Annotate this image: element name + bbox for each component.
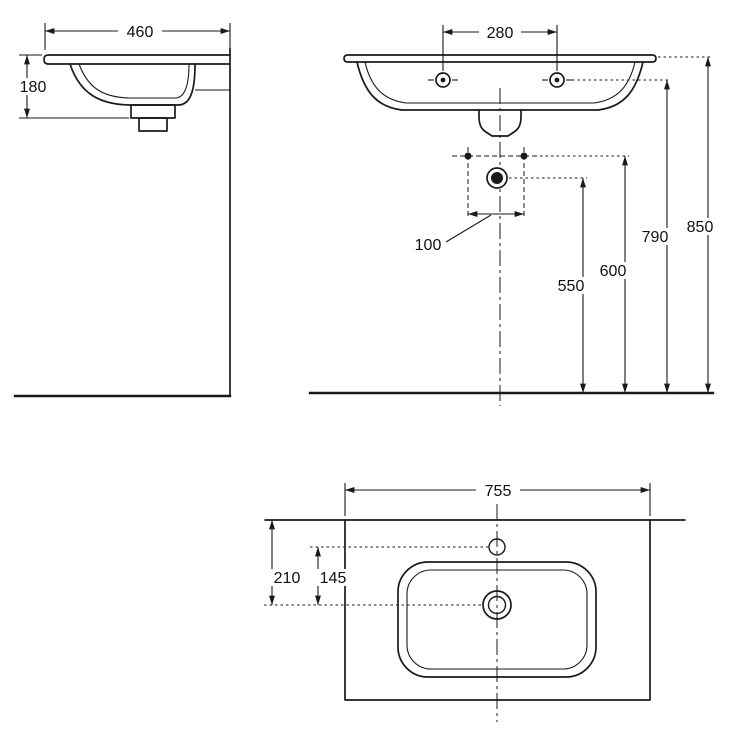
fixing-hole-right xyxy=(520,152,528,160)
label-mask xyxy=(316,569,350,586)
dim-tap-to-drain-label: 145 xyxy=(320,570,347,587)
label-mask xyxy=(554,277,590,294)
dim-trap-height-label: 550 xyxy=(558,278,585,295)
fixing-hole-left xyxy=(464,152,472,160)
dim-basin-height-label: 180 xyxy=(20,79,47,96)
bowl-outer-profile xyxy=(69,63,196,106)
label-mask xyxy=(479,23,521,41)
side-view: 460 180 xyxy=(13,22,232,398)
dim-height-850: 850 xyxy=(658,56,719,393)
basin-outer-outline xyxy=(397,561,597,678)
body-inner-outline xyxy=(364,61,636,104)
leader-line xyxy=(445,214,492,243)
drain-outer xyxy=(482,590,512,620)
dim-height-790: 790 xyxy=(638,80,674,393)
basin-inner-outline xyxy=(406,569,588,670)
label-mask xyxy=(270,569,304,586)
label-mask xyxy=(683,218,719,235)
dim-depth-label: 460 xyxy=(127,24,154,41)
dim-fixing-height-label: 600 xyxy=(600,263,627,280)
drain-inner xyxy=(487,595,507,615)
tap-hole xyxy=(488,538,506,556)
label-mask xyxy=(15,78,52,95)
body-outer-outline xyxy=(356,61,644,111)
dim-width-label: 755 xyxy=(485,483,512,500)
label-mask xyxy=(638,228,674,245)
label-mask xyxy=(118,22,162,40)
drain-outlet xyxy=(478,109,522,137)
label-mask xyxy=(596,262,632,279)
dim-height-600: 600 xyxy=(596,156,632,393)
dim-depth-210: 210 xyxy=(264,520,482,606)
drain-fitting-lower xyxy=(138,117,168,132)
tap-hole-right xyxy=(549,72,565,88)
plan-view: 755 210 145 xyxy=(264,481,686,722)
dim-back-to-drain-label: 210 xyxy=(274,570,301,587)
bowl-inner-profile xyxy=(78,63,190,99)
tap-hole-left xyxy=(435,72,451,88)
dim-depth-460: 460 xyxy=(44,22,231,50)
dim-fixing-spacing-100: 100 xyxy=(415,211,524,254)
waste-pipe-inner xyxy=(491,172,503,184)
dim-width-755: 755 xyxy=(344,481,651,516)
label-mask xyxy=(476,481,520,499)
dim-tap-spacing-280: 280 xyxy=(442,23,558,71)
dim-fixing-spacing-label: 100 xyxy=(415,237,442,254)
drain-fitting-upper xyxy=(130,104,176,119)
rim-profile xyxy=(43,54,231,65)
dim-tap-drain-145: 145 xyxy=(310,546,488,605)
dim-height-550: 550 xyxy=(554,178,590,393)
dim-tap-height-label: 790 xyxy=(642,229,669,246)
dim-tap-spacing-label: 280 xyxy=(487,25,514,42)
front-view: 280 100 550 600 790 850 xyxy=(308,23,719,406)
countertop-outline xyxy=(344,519,651,701)
dim-height-180: 180 xyxy=(15,54,129,119)
dim-overall-height-label: 850 xyxy=(687,219,714,236)
rim-outline xyxy=(343,54,657,63)
